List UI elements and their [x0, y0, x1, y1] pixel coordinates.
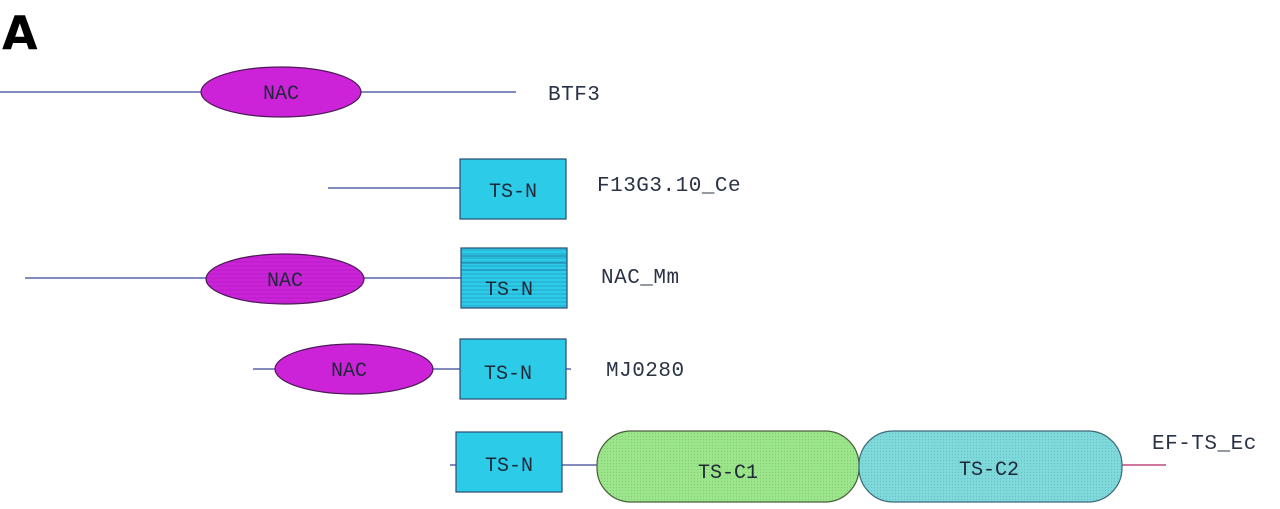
ts-n-domain-label: TS-N — [485, 279, 533, 302]
ts-n-domain-box — [455, 431, 563, 493]
protein-row-nac-mm: NAC TS-N NAC_Mm — [25, 247, 680, 309]
nac-domain-label: NAC — [263, 83, 299, 106]
protein-name-mj0280: MJ0280 — [606, 360, 685, 383]
nac-domain-label: NAC — [267, 270, 303, 293]
nac-domain-ellipse — [200, 66, 362, 118]
ts-n-domain-box — [460, 247, 568, 309]
protein-name-btf3: BTF3 — [548, 84, 600, 107]
protein-row-f13g3: TS-N F13G3.10_Ce — [328, 158, 741, 220]
ts-n-domain-label: TS-N — [485, 455, 533, 478]
protein-name-f13g3: F13G3.10_Ce — [597, 175, 741, 198]
nac-domain-ellipse — [205, 253, 365, 305]
ts-n-domain-label: TS-N — [484, 363, 532, 386]
protein-name-nac-mm: NAC_Mm — [601, 267, 680, 290]
ts-n-domain-box — [459, 158, 567, 220]
ts-c2-domain-box — [858, 430, 1123, 503]
panel-label: A — [2, 6, 38, 60]
nac-domain-label: NAC — [331, 360, 367, 383]
ts-n-domain-label: TS-N — [489, 181, 537, 204]
protein-row-ef-ts-ec: TS-N TS-C1 TS-C2 EF-TS_Ec — [450, 430, 1257, 503]
ts-c2-domain-label: TS-C2 — [959, 459, 1019, 482]
ts-c1-domain-label: TS-C1 — [698, 462, 758, 485]
ts-n-domain-box — [459, 338, 567, 400]
protein-row-btf3: NAC BTF3 — [0, 66, 600, 118]
nac-domain-ellipse — [274, 343, 434, 395]
protein-row-mj0280: NAC TS-N MJ0280 — [253, 338, 685, 400]
protein-name-ef-ts-ec: EF-TS_Ec — [1152, 433, 1257, 456]
